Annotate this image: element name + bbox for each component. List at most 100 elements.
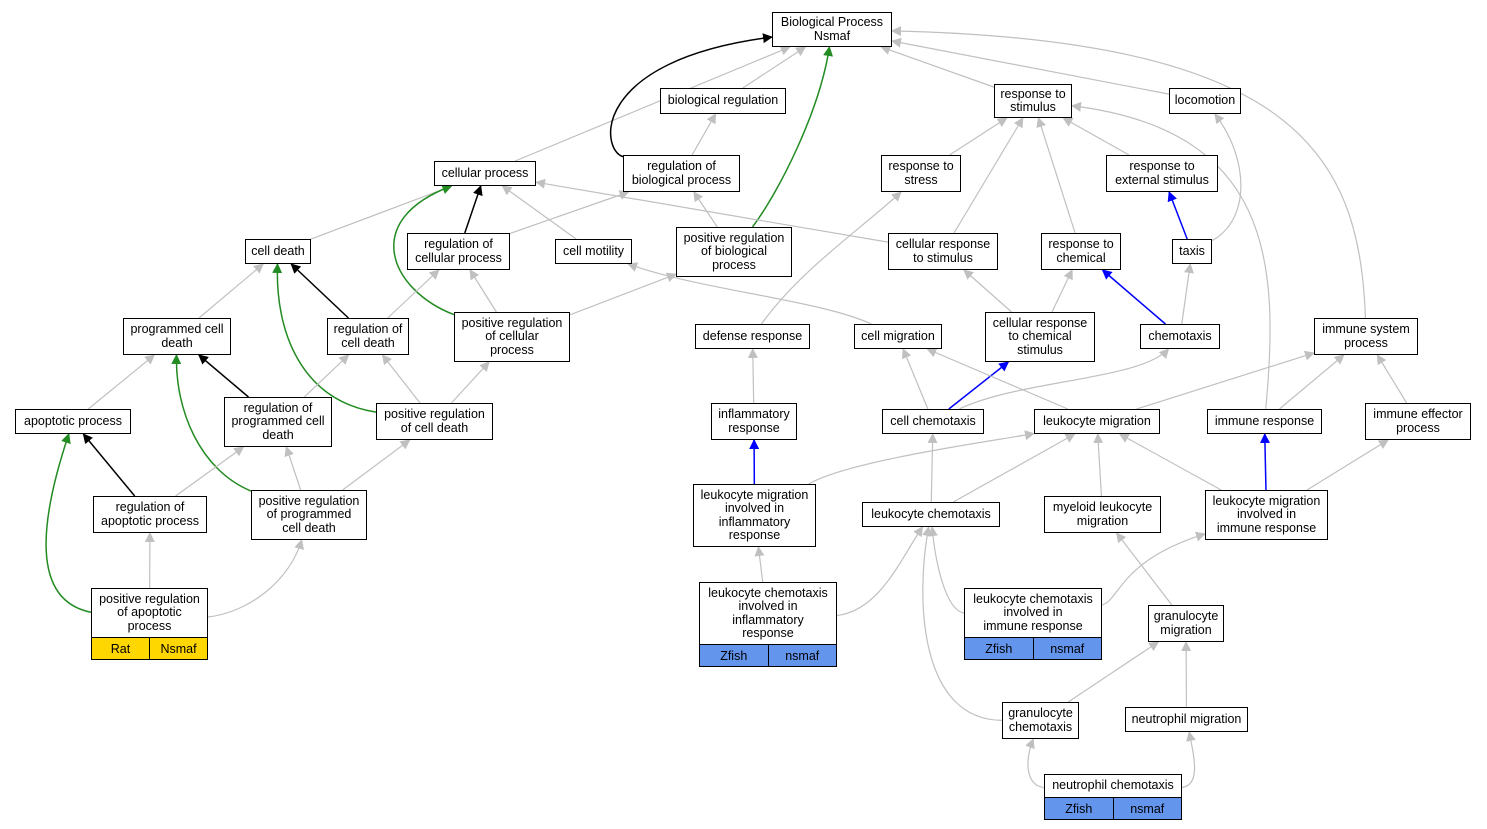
node-granulocyte-chemotaxis[interactable]: granulocyte chemotaxis: [1002, 702, 1079, 739]
edge-reg_bio-to-bioreg: [691, 113, 717, 156]
species-tag-zfish: Zfish: [700, 644, 768, 666]
edge-pos_reg_prog-to-reg_prog_death: [284, 446, 302, 491]
edge-chemotaxis-to-resp_chem: [1101, 269, 1166, 325]
species-tag-row: Rat Nsmaf: [91, 637, 208, 660]
edge-reg_cell_death-to-cell_death: [290, 263, 349, 319]
node-immune-effector-process[interactable]: immune effector process: [1365, 403, 1471, 440]
edge-immune_sys-to-bp: [891, 26, 1366, 319]
node-leukocyte-chemotaxis-involved-in-inflammatory-response[interactable]: leukocyte chemotaxis involved in inflamm…: [699, 582, 837, 645]
node-apoptotic-process[interactable]: apoptotic process: [15, 409, 131, 434]
edge-reg_prog_death-to-prog_cell_death: [198, 354, 249, 398]
node-regulation-of-programmed-cell-death[interactable]: regulation of programmed cell death: [224, 397, 332, 447]
node-positive-regulation-of-cell-death[interactable]: positive regulation of cell death: [376, 403, 493, 440]
edge-reg_prog_death-to-reg_cell_death: [303, 354, 350, 398]
edge-reg_bio-to-bp: [609, 33, 773, 158]
node-leukocyte-migration-involved-in-inflammatory-response[interactable]: leukocyte migration involved in inflamma…: [693, 484, 816, 547]
node-regulation-of-cellular-process[interactable]: regulation of cellular process: [407, 233, 510, 270]
node-inflammatory-response[interactable]: inflammatory response: [711, 403, 797, 440]
gene-tag-nsmaf: Nsmaf: [149, 637, 207, 659]
edge-reg_apop-to-apoptotic: [82, 433, 136, 497]
node-defense-response[interactable]: defense response: [695, 324, 810, 349]
edge-inflam-to-defense_resp: [747, 348, 758, 404]
node-response-to-external-stimulus[interactable]: response to external stimulus: [1106, 155, 1218, 192]
node-leukocyte-migration[interactable]: leukocyte migration: [1034, 409, 1160, 434]
edge-pos_reg_cell_proc-to-pos_reg_bio: [569, 272, 677, 316]
node-regulation-of-biological-process[interactable]: regulation of biological process: [623, 155, 740, 192]
edge-leuk_mig_immune-to-leuk_mig: [1118, 433, 1222, 491]
node-positive-regulation-of-cellular-process[interactable]: positive regulation of cellular process: [454, 312, 570, 362]
edge-apoptotic-to-prog_cell_death: [87, 354, 156, 410]
node-cellular-process[interactable]: cellular process: [434, 161, 536, 186]
edge-pos_reg_cell_death-to-cell_death: [272, 263, 377, 413]
edge-leuk_chemo_inflam-to-leuk_mig_inflam: [754, 546, 765, 583]
node-programmed-cell-death[interactable]: programmed cell death: [123, 318, 231, 355]
species-tag-rat: Rat: [92, 637, 149, 659]
edge-resp_chem-to-resp_stim: [1036, 117, 1076, 234]
node-cell-death[interactable]: cell death: [245, 239, 311, 264]
edge-cell_resp_chem-to-cell_resp_stim: [963, 269, 1013, 313]
node-neutrophil-migration[interactable]: neutrophil migration: [1125, 707, 1248, 732]
node-response-to-stress[interactable]: response to stress: [881, 155, 961, 192]
node-cell-chemotaxis[interactable]: cell chemotaxis: [882, 409, 984, 434]
node-chemotaxis[interactable]: chemotaxis: [1140, 324, 1220, 349]
edge-leuk_chemo_immune-to-leuk_chemo: [927, 526, 965, 614]
node-taxis[interactable]: taxis: [1172, 239, 1212, 264]
edge-leuk_chemo-to-leuk_mig: [953, 433, 1076, 503]
node-leukocyte-chemotaxis[interactable]: leukocyte chemotaxis: [862, 502, 1000, 527]
gene-tag-nsmaf: nsmaf: [1112, 797, 1181, 819]
edge-locomotion-to-bp: [891, 37, 1170, 95]
node-positive-regulation-of-programmed-cell-death[interactable]: positive regulation of programmed cell d…: [251, 490, 367, 540]
edge-leuk_mig_immune-to-immune_resp: [1259, 433, 1270, 491]
node-cell-migration[interactable]: cell migration: [854, 324, 942, 349]
edge-cell_death-to-cell_proc: [310, 184, 453, 240]
node-locomotion[interactable]: locomotion: [1169, 88, 1241, 114]
node-positive-regulation-of-biological-process[interactable]: positive regulation of biological proces…: [676, 227, 792, 277]
node-granulocyte-migration[interactable]: granulocyte migration: [1148, 605, 1224, 642]
node-immune-response[interactable]: immune response: [1207, 409, 1322, 434]
node-neutrophil-chemotaxis[interactable]: neutrophil chemotaxis: [1044, 774, 1182, 798]
edge-reg_cell_proc-to-cell_proc: [464, 185, 483, 234]
node-cell-motility[interactable]: cell motility: [555, 239, 632, 264]
node-leukocyte-chemotaxis-involved-in-immune-response[interactable]: leukocyte chemotaxis involved in immune …: [964, 588, 1102, 638]
node-response-to-stimulus[interactable]: response to stimulus: [994, 84, 1072, 118]
node-cellular-response-to-chemical-stimulus[interactable]: cellular response to chemical stimulus: [985, 312, 1095, 362]
node-response-to-chemical[interactable]: response to chemical: [1041, 233, 1121, 270]
node-immune-system-process[interactable]: immune system process: [1314, 318, 1418, 355]
node-positive-regulation-of-apoptotic-process[interactable]: positive regulation of apoptotic process: [91, 588, 208, 638]
edge-pos_reg_bio-to-bp: [751, 46, 834, 228]
edge-leuk_chemo_immune-to-leuk_mig_immune: [1101, 531, 1206, 606]
edge-cell_migration-to-cell_motility: [627, 262, 872, 325]
node-biological-regulation[interactable]: biological regulation: [660, 88, 786, 114]
edge-bioreg-to-bp: [742, 46, 807, 89]
edge-cell_chemotaxis-to-cell_migration: [901, 348, 929, 410]
node-myeloid-leukocyte-migration[interactable]: myeloid leukocyte migration: [1044, 496, 1161, 533]
node-leukocyte-migration-involved-in-immune-response[interactable]: leukocyte migration involved in immune r…: [1205, 490, 1328, 540]
node-cellular-response-to-stimulus[interactable]: cellular response to stimulus: [888, 233, 998, 270]
edge-resp_ext-to-resp_stim: [1062, 117, 1130, 156]
edge-prog_cell_death-to-cell_death: [198, 263, 264, 319]
edge-taxis-to-resp_ext: [1167, 191, 1188, 240]
node-regulation-of-cell-death[interactable]: regulation of cell death: [327, 318, 409, 355]
species-tag-row: Zfish nsmaf: [699, 644, 837, 667]
edge-resp_stim-to-bp: [880, 45, 995, 88]
edge-immune_resp-to-immune_sys: [1279, 354, 1345, 410]
edge-pos_reg_cell_death-to-reg_cell_death: [381, 354, 421, 404]
edge-chemotaxis-to-taxis: [1181, 263, 1194, 325]
edge-reg_cell_death-to-reg_cell_proc: [387, 269, 440, 319]
gene-tag-nsmaf: nsmaf: [767, 644, 836, 666]
species-tag-row: Zfish nsmaf: [964, 637, 1102, 660]
edge-gran_mig-to-myeloid_mig: [1116, 532, 1173, 606]
edge-leuk_mig-to-cell_migration: [926, 347, 1068, 410]
edge-cell_resp_chem-to-resp_chem: [1051, 269, 1073, 313]
edge-resp_stress-to-resp_stim: [949, 117, 1008, 156]
node-regulation-of-apoptotic-process[interactable]: regulation of apoptotic process: [93, 496, 207, 533]
edge-reg_cell_proc-to-reg_bio: [509, 190, 630, 235]
edge-pos_reg_cell_proc-to-cell_proc: [393, 184, 455, 316]
edge-immune_resp-to-resp_stim: [1071, 101, 1271, 410]
edge-pos_reg_cell_proc-to-reg_cell_proc: [469, 269, 497, 313]
edge-pos_reg_cell_death-to-pos_reg_cell_proc: [451, 361, 490, 404]
node-biological-process[interactable]: Biological Process Nsmaf: [772, 12, 892, 47]
species-tag-zfish: Zfish: [965, 637, 1033, 659]
